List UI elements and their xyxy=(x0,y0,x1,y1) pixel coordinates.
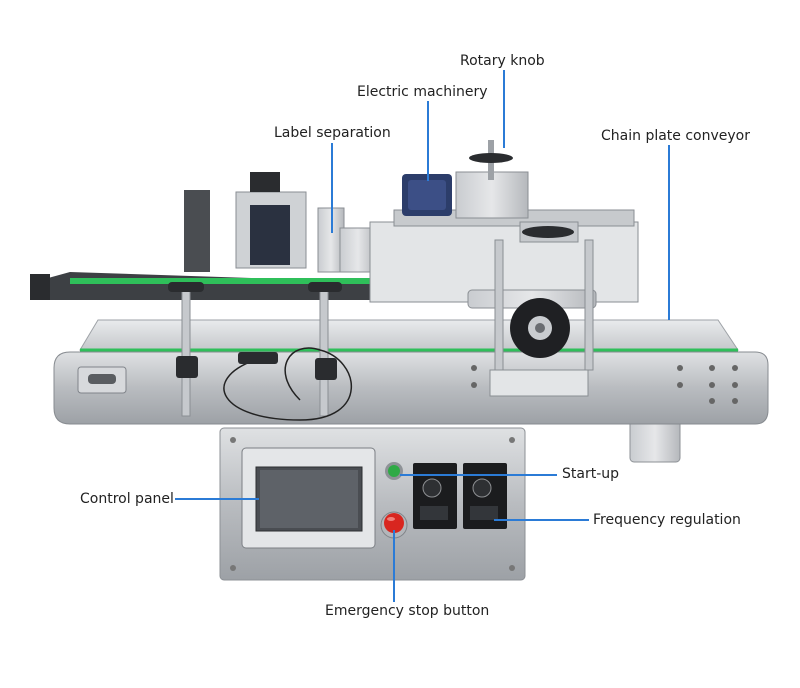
touch-screen xyxy=(241,447,376,549)
label-chain-plate-conveyor: Chain plate conveyor xyxy=(601,128,750,144)
label-electric-machinery: Electric machinery xyxy=(357,84,488,100)
conveyor-frame xyxy=(53,351,769,425)
label-rotary-knob: Rotary knob xyxy=(460,53,545,69)
label-frequency-regulation: Frequency regulation xyxy=(593,512,741,528)
leader-label-separation xyxy=(331,143,333,233)
roller-assembly xyxy=(467,221,597,397)
photo-sensor xyxy=(238,352,278,364)
leader-frequency-regulation xyxy=(494,519,589,521)
sensor-cable xyxy=(223,347,352,421)
label-control-panel: Control panel xyxy=(80,491,174,507)
conveyor-motor xyxy=(629,419,681,463)
chain-plate-belt xyxy=(79,319,739,352)
start-up-button-shape xyxy=(385,462,403,480)
drive-housing xyxy=(369,140,639,303)
label-unwind-assembly xyxy=(184,172,377,273)
label-label-separation: Label separation xyxy=(274,125,391,141)
leader-chain-plate-conveyor xyxy=(668,145,670,320)
frequency-controller-right xyxy=(463,463,507,529)
leader-emergency-stop xyxy=(393,530,395,602)
leader-start-up xyxy=(400,474,557,476)
label-start-up: Start-up xyxy=(562,466,620,482)
leader-control-panel xyxy=(175,498,259,500)
leader-rotary-knob xyxy=(503,70,505,148)
frequency-controller-left xyxy=(413,463,457,529)
leader-electric-machinery xyxy=(427,101,429,181)
label-emergency-stop-button: Emergency stop button xyxy=(325,603,490,619)
